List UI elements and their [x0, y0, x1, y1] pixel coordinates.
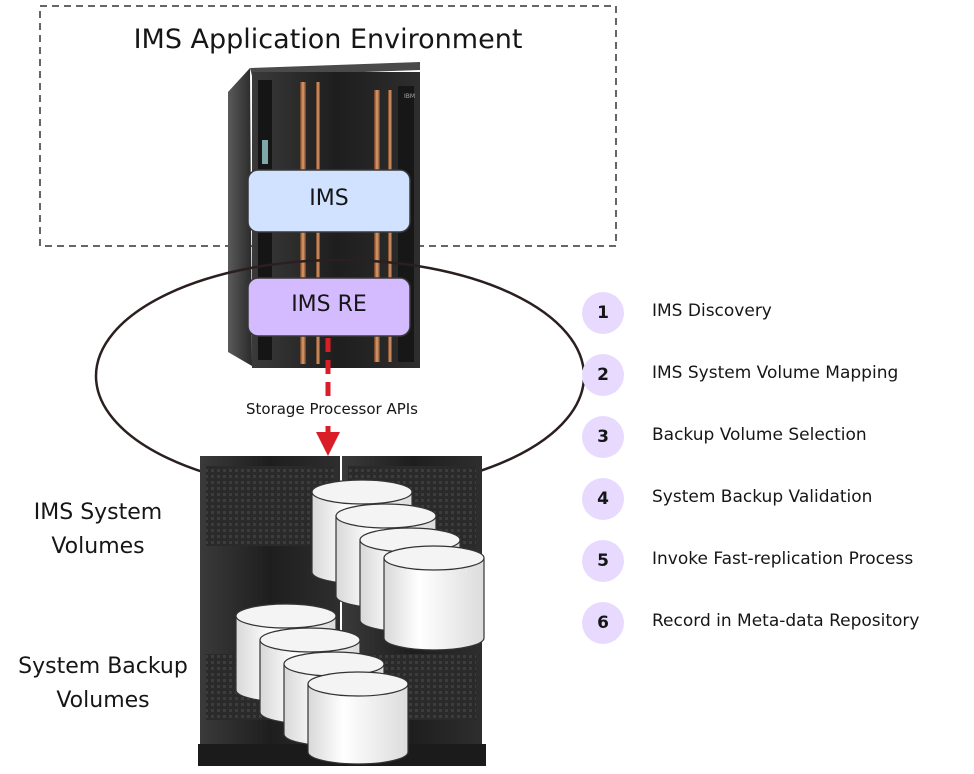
- system-volumes-label-line2: Volumes: [51, 534, 145, 559]
- svg-text:IBM: IBM: [404, 93, 415, 100]
- step-number-badge: 4: [582, 478, 624, 520]
- system-volumes-label: IMS System Volumes: [0, 496, 196, 564]
- ims-label: IMS: [309, 186, 349, 211]
- list-item: 3 Backup Volume Selection: [582, 416, 972, 458]
- backup-volume-disks: [235, 603, 409, 765]
- step-number-badge: 2: [582, 354, 624, 396]
- storage-api-label: Storage Processor APIs: [210, 400, 454, 418]
- step-number-badge: 5: [582, 540, 624, 582]
- step-label: Record in Meta-data Repository: [652, 611, 920, 631]
- list-item: 2 IMS System Volume Mapping: [582, 354, 972, 396]
- step-label: Backup Volume Selection: [652, 425, 867, 445]
- list-item: 4 System Backup Validation: [582, 478, 972, 520]
- step-number-badge: 3: [582, 416, 624, 458]
- disk-volume-icon: [383, 545, 485, 651]
- ims-re-label: IMS RE: [291, 292, 367, 317]
- ims-box: [247, 169, 411, 233]
- list-item: 1 IMS Discovery: [582, 292, 972, 334]
- ims-re-box: [247, 277, 411, 337]
- step-label: IMS System Volume Mapping: [652, 363, 899, 383]
- environment-title: IMS Application Environment: [133, 24, 523, 55]
- list-item: 5 Invoke Fast-replication Process: [582, 540, 972, 582]
- backup-volumes-label: System Backup Volumes: [0, 650, 206, 718]
- system-volumes-label-line1: IMS System: [33, 500, 163, 525]
- step-number-badge: 6: [582, 602, 624, 644]
- backup-volumes-label-line2: Volumes: [56, 688, 150, 713]
- backup-volumes-label-line1: System Backup: [18, 654, 188, 679]
- disk-volume-icon: [307, 671, 409, 765]
- step-label: System Backup Validation: [652, 487, 873, 507]
- step-number-badge: 1: [582, 292, 624, 334]
- step-label: Invoke Fast-replication Process: [652, 549, 914, 569]
- storage-api-arrow: [316, 338, 340, 456]
- list-item: 6 Record in Meta-data Repository: [582, 602, 972, 644]
- step-label: IMS Discovery: [652, 301, 772, 321]
- system-volume-disks: [311, 479, 485, 651]
